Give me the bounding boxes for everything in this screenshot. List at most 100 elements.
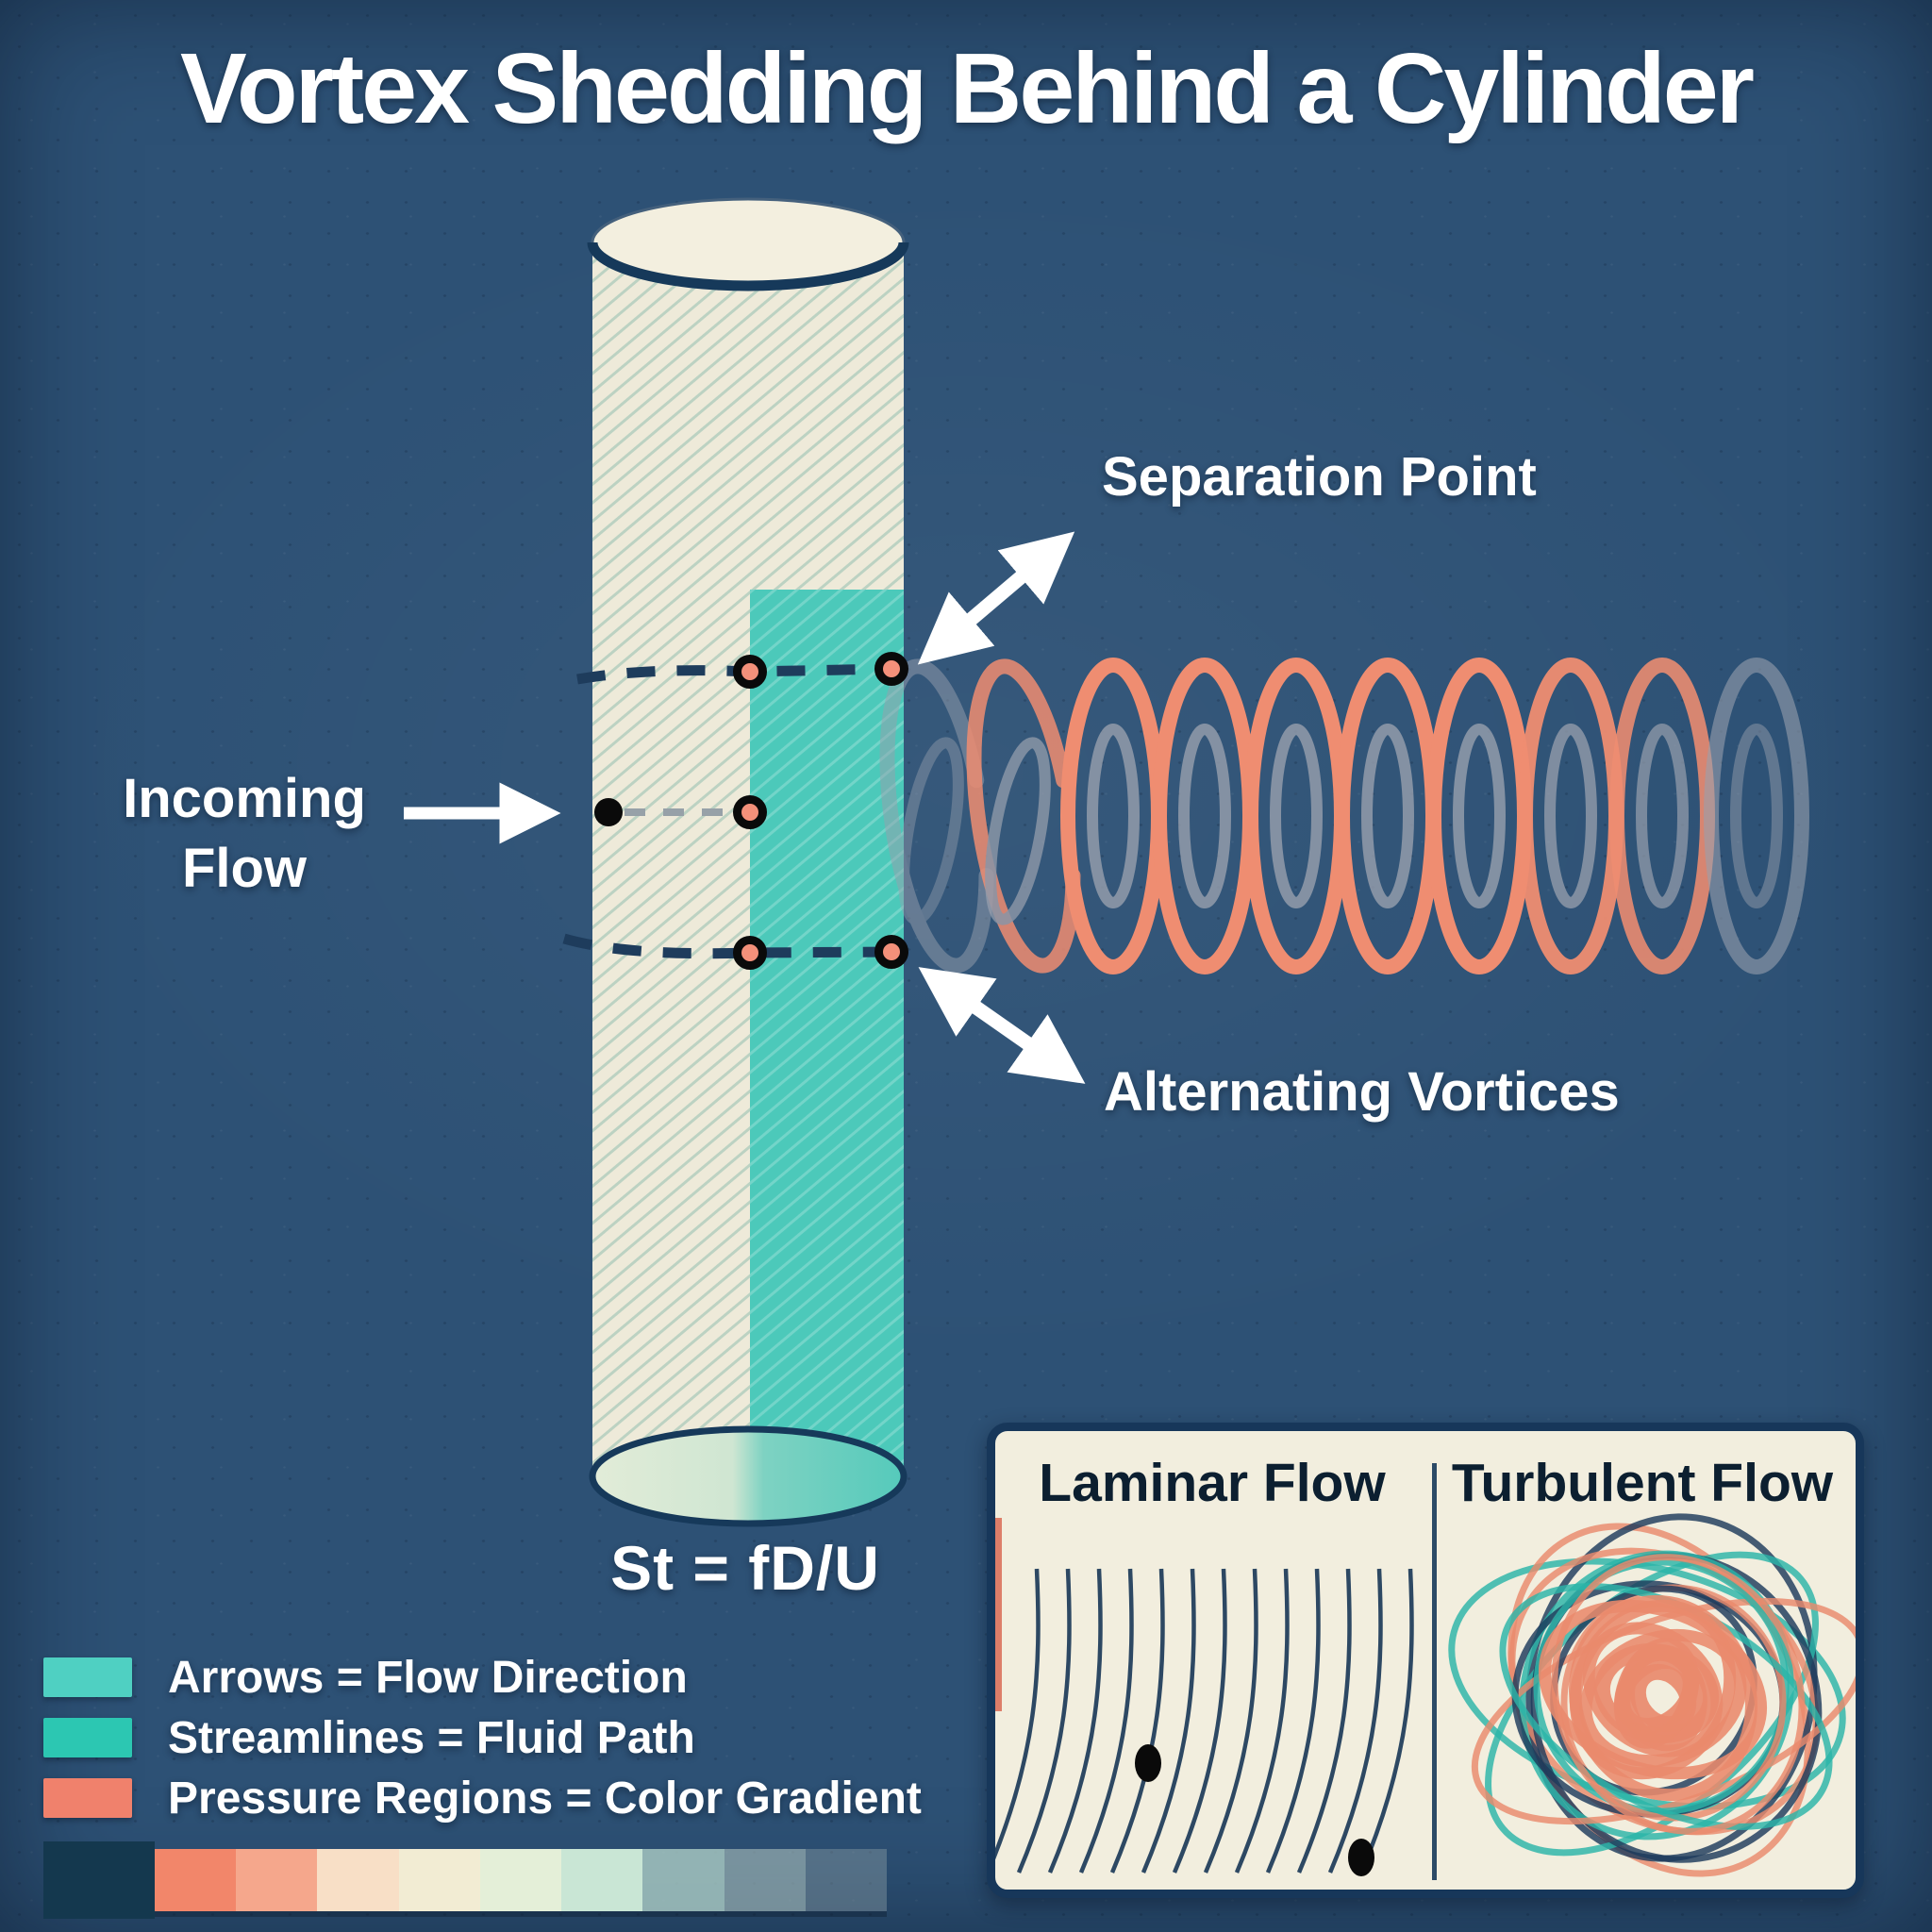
decor-ellipse bbox=[1361, 724, 1414, 908]
decor-ellipse bbox=[1613, 1638, 1700, 1749]
legend-swatch-streamlines bbox=[43, 1718, 132, 1757]
decor-ellipse bbox=[1533, 1558, 1790, 1815]
incoming-flow-line2: Flow bbox=[181, 838, 308, 900]
strouhal-formula: St = fD/U bbox=[610, 1533, 880, 1603]
separation-dot bbox=[733, 795, 767, 829]
pressure-gradient-bar bbox=[155, 1849, 887, 1911]
vortex-ring bbox=[1518, 658, 1624, 974]
laminar-streamline bbox=[1327, 1568, 1383, 1874]
separation-dot bbox=[874, 935, 908, 969]
incoming-flow-dot bbox=[594, 798, 623, 826]
laminar-dot bbox=[1135, 1744, 1161, 1782]
streamline-region bbox=[750, 590, 904, 1476]
legend-row-streamlines: Streamlines = Fluid Path bbox=[43, 1713, 922, 1763]
gradient-segment bbox=[479, 1849, 562, 1911]
decor-ellipse bbox=[966, 658, 1081, 974]
separation-point-arrow bbox=[917, 531, 1075, 665]
decor-ellipse bbox=[1453, 724, 1506, 908]
flow-comparison-art bbox=[995, 1513, 1856, 1877]
annotation-arrows bbox=[404, 531, 1086, 1084]
laminar-streamline bbox=[1203, 1568, 1258, 1874]
vortex-ring bbox=[1609, 658, 1715, 974]
turbulent-flow-title: Turbulent Flow bbox=[1451, 1453, 1834, 1513]
laminar-streamline bbox=[1296, 1568, 1352, 1874]
separation-point-label: Separation Point bbox=[1102, 446, 1537, 508]
laminar-streamline bbox=[1078, 1568, 1134, 1874]
decor-ellipse bbox=[985, 737, 1051, 925]
decor-ellipse bbox=[1178, 724, 1231, 908]
marker-dots bbox=[594, 652, 908, 970]
decor-ellipse bbox=[1335, 658, 1441, 974]
decor-ellipse bbox=[1704, 658, 1809, 974]
vortex-spiral bbox=[879, 658, 994, 974]
alternating-vortices-label: Alternating Vortices bbox=[1104, 1061, 1620, 1123]
legend-row-pressure: Pressure Regions = Color Gradient bbox=[43, 1773, 922, 1824]
decor-ellipse bbox=[1730, 724, 1783, 908]
laminar-dots bbox=[1135, 1744, 1374, 1876]
laminar-streamline bbox=[1172, 1568, 1227, 1874]
vortex-ring bbox=[1426, 658, 1532, 974]
laminar-streamlines bbox=[995, 1568, 1414, 1874]
separation-dot bbox=[874, 652, 908, 686]
gradient-segment bbox=[317, 1849, 399, 1911]
gradient-segment bbox=[398, 1849, 480, 1911]
laminar-streamline bbox=[1109, 1568, 1165, 1874]
vortex-street bbox=[879, 658, 1809, 974]
decor-ellipse bbox=[1538, 1599, 1768, 1780]
cylinder-bottom-cap bbox=[589, 1425, 908, 1527]
legend-row-arrows: Arrows = Flow Direction bbox=[43, 1653, 922, 1703]
incoming-flow-label: Incoming Flow bbox=[98, 764, 391, 904]
gradient-segment bbox=[155, 1849, 237, 1911]
laminar-streamline bbox=[1358, 1568, 1414, 1874]
decor-ellipse bbox=[898, 737, 964, 925]
decor-ellipse bbox=[1270, 724, 1323, 908]
decor-ellipse bbox=[879, 658, 994, 974]
decor-ellipse bbox=[1426, 658, 1532, 974]
decor-ellipse bbox=[1087, 724, 1140, 908]
flow-comparison-inset: Laminar Flow Turbulent Flow bbox=[987, 1423, 1864, 1898]
cylinder bbox=[587, 197, 909, 1527]
legend-label-arrows: Arrows = Flow Direction bbox=[168, 1652, 688, 1703]
gradient-bar-dark-block bbox=[43, 1841, 155, 1919]
legend-swatch-arrows bbox=[43, 1657, 132, 1697]
separation-dot bbox=[733, 655, 767, 689]
vortex-ring bbox=[1243, 658, 1349, 974]
vortex-ring bbox=[1335, 658, 1441, 974]
alternating-vortices-arrow bbox=[918, 967, 1086, 1084]
decor-ellipse bbox=[1636, 724, 1689, 908]
vortex-ring bbox=[1152, 658, 1257, 974]
decor-ellipse bbox=[1060, 658, 1166, 974]
decor-ellipse bbox=[1152, 658, 1257, 974]
turbulent-scribble bbox=[1448, 1513, 1856, 1877]
decor-ellipse bbox=[1544, 724, 1597, 908]
decor-ellipse bbox=[1243, 658, 1349, 974]
legend: Arrows = Flow Direction Streamlines = Fl… bbox=[43, 1653, 922, 1836]
vortex-ring-gray bbox=[1704, 658, 1809, 974]
laminar-streamline bbox=[1016, 1568, 1072, 1874]
gradient-segment bbox=[724, 1849, 806, 1911]
separation-dot bbox=[733, 936, 767, 970]
laminar-streamline bbox=[1265, 1568, 1321, 1874]
legend-swatch-pressure bbox=[43, 1778, 132, 1818]
laminar-dot bbox=[1348, 1839, 1374, 1876]
laminar-streamline bbox=[995, 1568, 1041, 1860]
cylinder-top-rim bbox=[587, 242, 909, 291]
laminar-streamline bbox=[1141, 1568, 1196, 1874]
page-title: Vortex Shedding Behind a Cylinder bbox=[180, 33, 1755, 144]
gradient-segment bbox=[805, 1849, 887, 1911]
inset-accent-line bbox=[995, 1518, 1002, 1711]
vortex-spiral bbox=[966, 658, 1081, 974]
legend-label-pressure: Pressure Regions = Color Gradient bbox=[168, 1773, 922, 1824]
decor-ellipse bbox=[1609, 658, 1715, 974]
laminar-streamline bbox=[1234, 1568, 1290, 1874]
laminar-streamline bbox=[1047, 1568, 1103, 1874]
gradient-segment bbox=[642, 1849, 724, 1911]
inset-divider bbox=[1432, 1463, 1437, 1880]
vortex-ring bbox=[1060, 658, 1166, 974]
decor-ellipse bbox=[1551, 1554, 1806, 1835]
gradient-segment bbox=[236, 1849, 318, 1911]
laminar-flow-title: Laminar Flow bbox=[1039, 1453, 1386, 1513]
incoming-flow-line1: Incoming bbox=[123, 768, 366, 829]
